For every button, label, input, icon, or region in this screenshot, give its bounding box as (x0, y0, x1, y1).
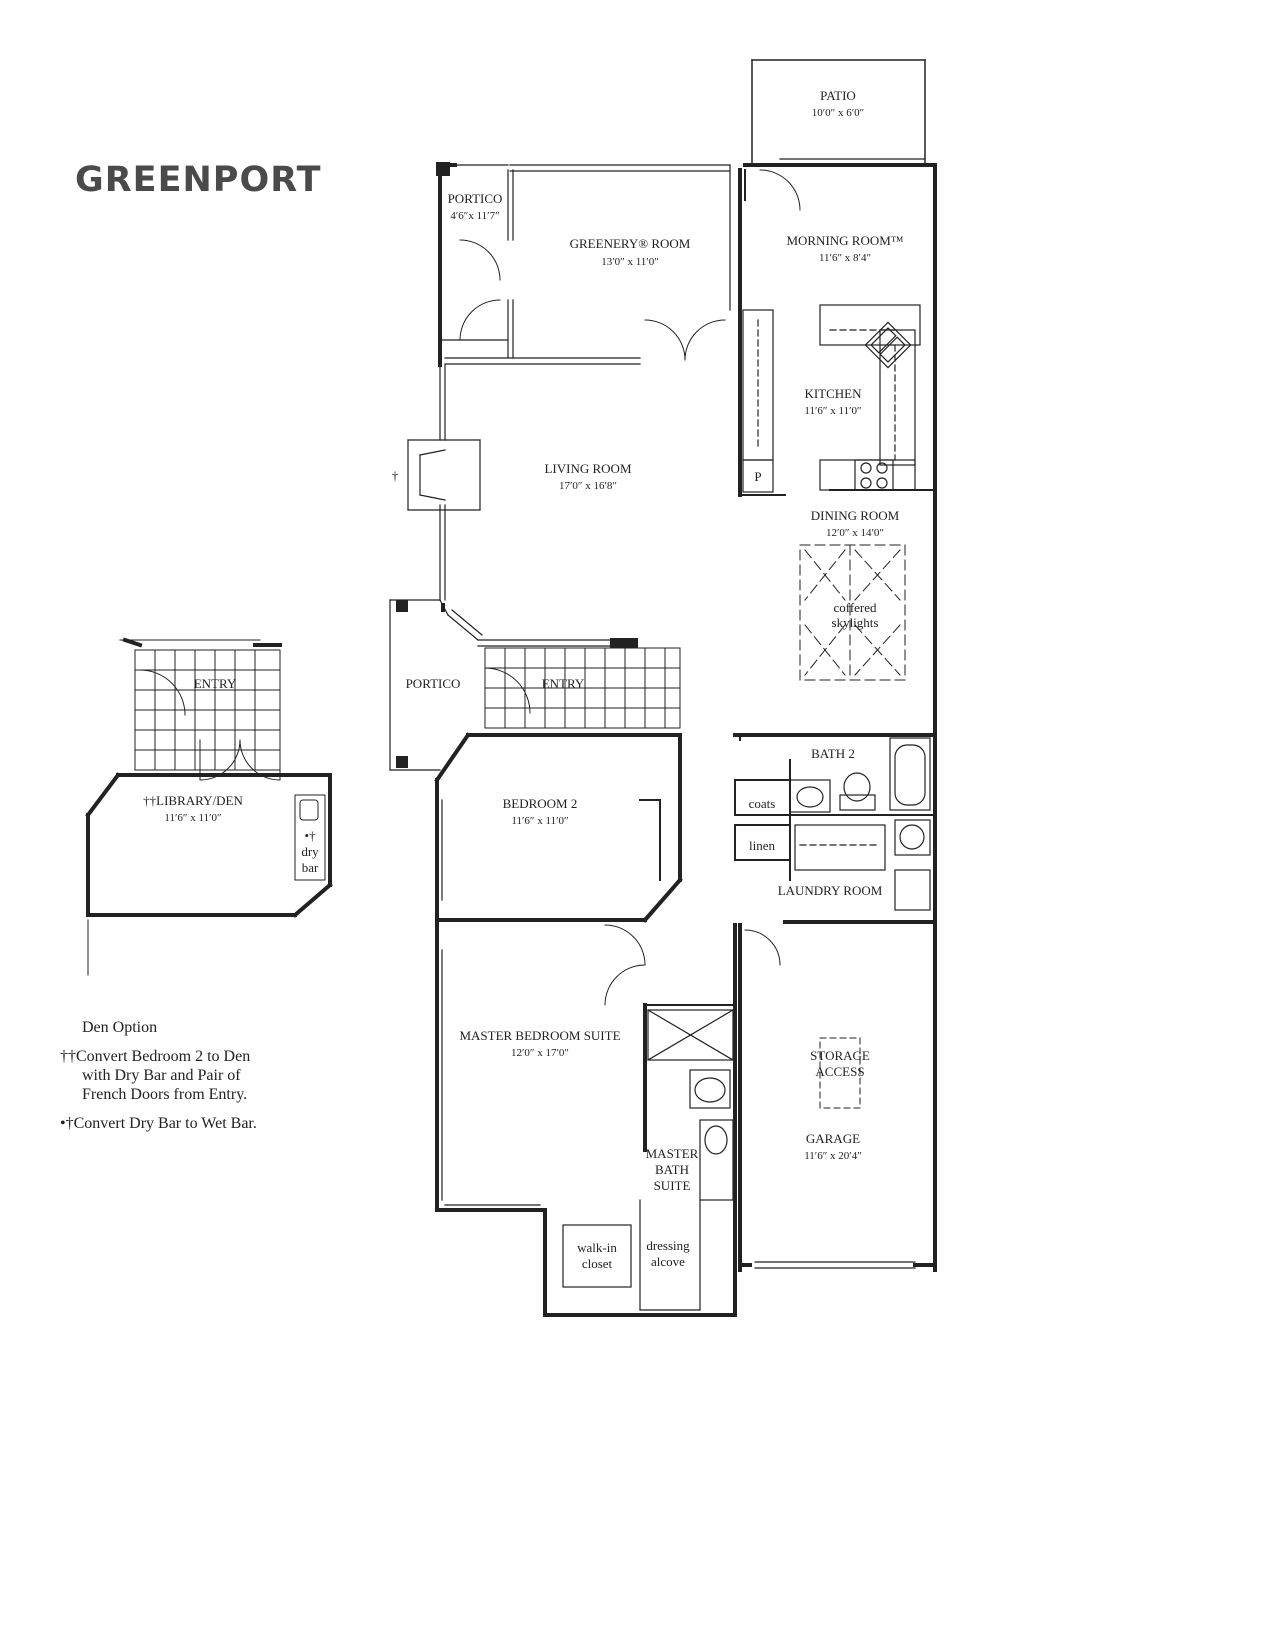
dagger-mark: † (392, 468, 399, 483)
master-bath-label-2: BATH (655, 1162, 689, 1177)
living-room-dims: 17′0″ x 16′8″ (559, 480, 617, 492)
library-den-dims: 11′6″ x 11′0″ (164, 812, 221, 824)
den-option-note-2: •†Convert Dry Bar to Wet Bar. (60, 1115, 257, 1132)
garage-dims: 11′6″ x 20′4″ (804, 1150, 862, 1162)
plan-title: GREENPORT (75, 160, 322, 200)
dressing-alcove-label-2: alcove (651, 1254, 685, 1269)
portico-top-label: PORTICO (448, 191, 503, 206)
dressing-alcove-label-1: dressing (646, 1238, 690, 1253)
note1-line3: French Doors from Entry. (82, 1086, 248, 1103)
skylights-label-1: coffered (833, 600, 877, 615)
den-entry-label: ENTRY (194, 676, 237, 691)
note1-line2: with Dry Bar and Pair of (82, 1067, 241, 1084)
den-option-note-1: ††Convert Bedroom 2 to Den with Dry Bar … (60, 1047, 257, 1104)
patio-label: PATIO (820, 88, 856, 103)
den-option-heading: Den Option (82, 1019, 158, 1036)
kitchen-label: KITCHEN (804, 386, 862, 401)
kitchen-counters (742, 304, 921, 493)
master-bedroom-label: MASTER BEDROOM SUITE (459, 1028, 620, 1043)
morning-room-dims: 11′6″ x 8′4″ (819, 252, 871, 264)
greenery-room-dims: 13′0″ x 11′0″ (601, 256, 659, 268)
dry-bar-mark: •† (304, 828, 316, 843)
entry-label: ENTRY (542, 676, 585, 691)
den-option-walls (85, 637, 333, 918)
kitchen-dims: 11′6″ x 11′0″ (804, 405, 861, 417)
master-bath-fixtures (562, 1009, 734, 1311)
den-option-notes: Den Option ††Convert Bedroom 2 to Den wi… (60, 1018, 257, 1133)
interior-walls (639, 169, 936, 1006)
master-bedroom-dims: 12′0″ x 17′0″ (511, 1047, 569, 1059)
walkin-closet-label-1: walk-in (577, 1240, 617, 1255)
dry-bar-label-1: dry (301, 844, 319, 859)
skylights-outline (799, 544, 906, 681)
window-walls (389, 158, 926, 1311)
linen-label: linen (749, 838, 775, 853)
garage-label: GARAGE (806, 1131, 860, 1146)
exterior-walls (434, 163, 937, 1317)
library-den-label: ††LIBRARY/DEN (143, 793, 243, 808)
room-labels: PATIO 10′0″ x 6′0″ PORTICO 4′6″x 11′7″ G… (143, 88, 903, 1271)
portico-top-dims: 4′6″x 11′7″ (450, 210, 499, 222)
storage-access-label-2: ACCESS (815, 1064, 864, 1079)
patio-outline (751, 59, 926, 166)
entry-tiles (484, 647, 681, 729)
storage-access-outline (819, 1037, 861, 1109)
bedroom2-label: BEDROOM 2 (503, 796, 578, 811)
bedroom2-dims: 11′6″ x 11′0″ (511, 815, 568, 827)
walkin-closet-label-2: closet (582, 1256, 613, 1271)
master-bath-label-1: MASTER (646, 1146, 699, 1161)
dry-bar-label-2: bar (302, 860, 319, 875)
pantry-label: P (754, 469, 761, 484)
bath2-label: BATH 2 (811, 746, 855, 761)
laundry-room-label: LAUNDRY ROOM (778, 883, 883, 898)
den-option-details (87, 639, 326, 976)
columns (396, 162, 638, 768)
morning-room-label: MORNING ROOM™ (786, 233, 903, 248)
patio-dims: 10′0″ x 6′0″ (812, 107, 864, 119)
skylights-label-2: skylights (832, 615, 879, 630)
dining-room-label: DINING ROOM (811, 508, 900, 523)
master-bath-label-3: SUITE (654, 1178, 691, 1193)
door-swings (459, 169, 801, 1006)
portico-side-label: PORTICO (406, 676, 461, 691)
living-room-label: LIVING ROOM (544, 461, 631, 476)
dining-room-dims: 12′0″ x 14′0″ (826, 527, 884, 539)
bath2-fixtures (789, 737, 931, 911)
storage-access-label-1: STORAGE (810, 1048, 870, 1063)
greenery-room-label: GREENERY® ROOM (570, 236, 691, 251)
note1-line1: ††Convert Bedroom 2 to Den (60, 1048, 251, 1065)
coats-label: coats (749, 796, 776, 811)
